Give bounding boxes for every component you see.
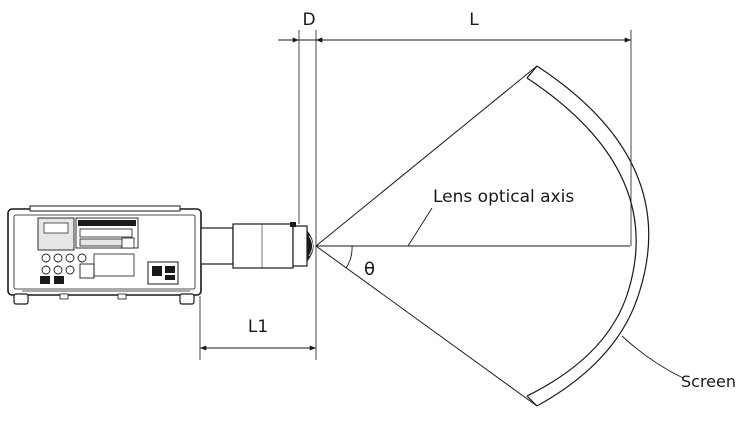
terminal-panel bbox=[75, 217, 179, 285]
screen-callout-leader bbox=[621, 335, 684, 379]
dimension-l-label: L bbox=[469, 10, 479, 30]
screen-label: Screen bbox=[681, 372, 736, 391]
angle-arc bbox=[345, 245, 353, 269]
axis-label: Lens optical axis bbox=[433, 187, 574, 207]
projection-cone bbox=[315, 65, 538, 407]
control-panel bbox=[37, 217, 95, 284]
dimension-d-label: D bbox=[302, 10, 315, 30]
screen bbox=[526, 65, 650, 407]
axis-callout-leader bbox=[407, 207, 433, 247]
dimension-l1-label: L1 bbox=[248, 317, 268, 337]
angle-label: θ bbox=[364, 259, 375, 280]
dimension-extension-lines bbox=[199, 30, 632, 360]
lens-barrel bbox=[200, 222, 314, 269]
